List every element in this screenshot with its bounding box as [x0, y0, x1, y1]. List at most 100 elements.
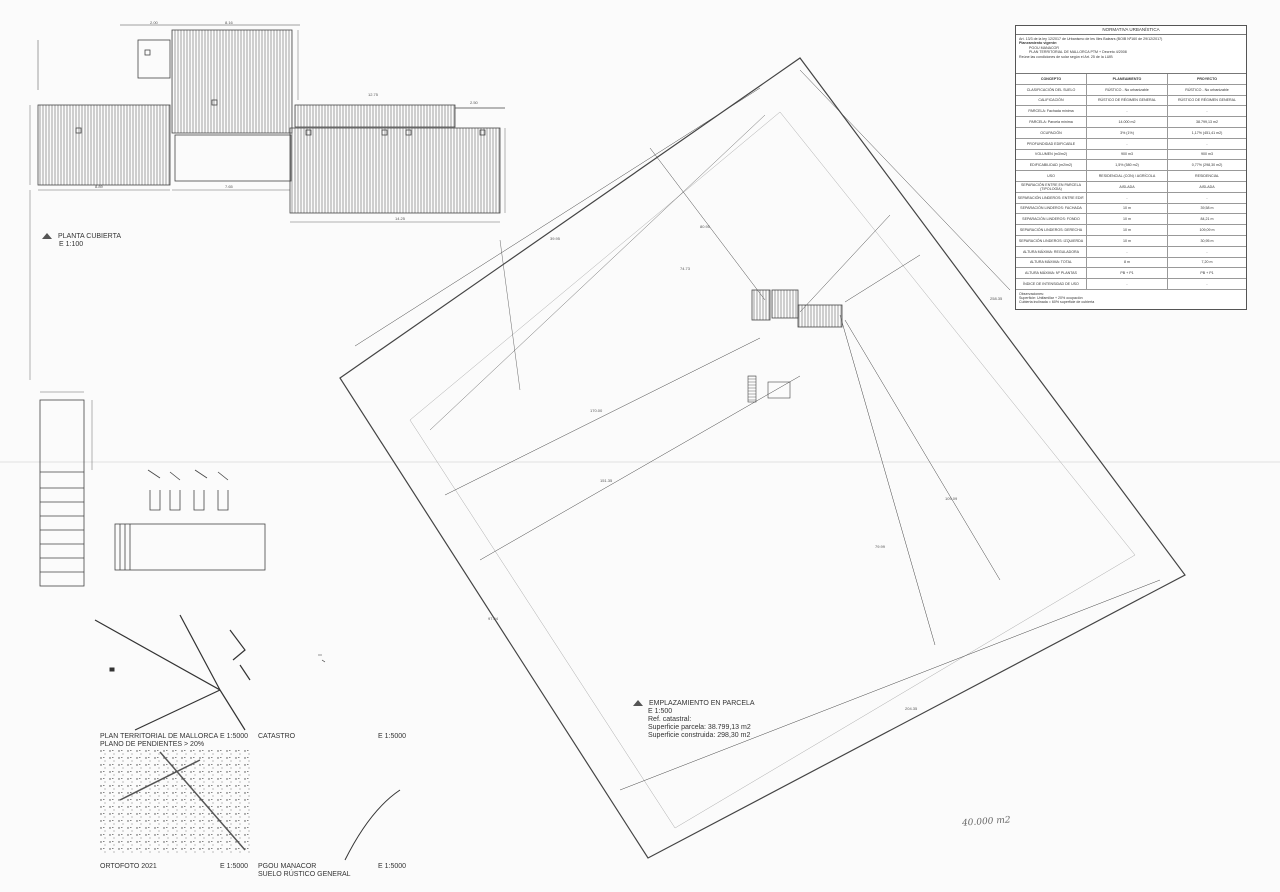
table-cell: 39,58 m	[1200, 206, 1214, 211]
ortofoto-scale: E 1:5000	[220, 863, 249, 870]
table-row: PARCELA: Fachada mínima--	[1016, 106, 1246, 118]
svg-text:258.35: 258.35	[990, 296, 1003, 301]
table-row: EDIFICABILIDAD (m2/m2)1,5% (580 m2) 0,77%…	[1016, 160, 1246, 172]
obs-line: Superficie: Unifamiliar + 20% ocupación	[1019, 295, 1083, 300]
svg-text:2.50: 2.50	[470, 100, 479, 105]
table-cell: USO	[1016, 171, 1087, 181]
intro-line: PGOU MANACOR	[1029, 45, 1059, 50]
catastro-scale: E 1:5000	[378, 733, 407, 740]
table-row: ALTURA MÁXIMA: REGULADORA--	[1016, 246, 1246, 258]
roof-plan	[29, 24, 506, 380]
table-cell: 38.799,13 m2	[1196, 120, 1218, 125]
roof-plan-label: PLANTA CUBIERTA	[42, 233, 121, 241]
obs-line: Cubierta inclinada = 60% superficie de c…	[1019, 299, 1095, 304]
table-cell: 0,77% (298,30 m2)	[1191, 163, 1223, 168]
table-cell: OCUPACIÓN	[1016, 127, 1087, 138]
table-cell: -	[1206, 249, 1208, 254]
table-cell: 1,17% (451,41 m2)	[1191, 130, 1223, 135]
table-cell: SEPARACIÓN ENTRE EN PARCELA (TIPOLOGÍA)	[1016, 181, 1087, 192]
context-maps	[94, 614, 401, 861]
table-row: SEPARACIÓN ENTRE EN PARCELA (TIPOLOGÍA)A…	[1016, 181, 1246, 193]
svg-text:14.25: 14.25	[395, 216, 406, 221]
table-cell: -	[1087, 246, 1168, 257]
svg-text:97.04: 97.04	[488, 616, 499, 621]
table-cell: ÍNDICE DE INTENSIDAD DE USO	[1016, 279, 1087, 289]
table-cell: -	[1206, 195, 1208, 200]
table-cell: 900 m3	[1201, 152, 1213, 157]
pt-scale: E 1:5000	[220, 733, 249, 740]
svg-text:109.09: 109.09	[945, 496, 958, 501]
table-row: ÍNDICE DE INTENSIDAD DE USO--	[1016, 279, 1246, 290]
table-cell: ALTURA MÁXIMA: REGULADORA	[1016, 246, 1087, 257]
pgou-title: PGOU MANACOR	[258, 863, 317, 870]
table-cell: PROFUNDIDAD EDIFICABLE	[1016, 138, 1087, 149]
table-cell: RÚSTICO DE RÉGIMEN GENERAL	[1087, 95, 1168, 106]
table-header-row: CONCEPTO PLANEAMIENTO PROYECTO	[1016, 74, 1246, 85]
table-cell: SEPARACIÓN LINDEROS: ENTRE EDIF.	[1016, 192, 1087, 203]
table-cell: -	[1206, 141, 1208, 146]
cadastral-ref: Ref. catastral:	[648, 716, 692, 723]
table-cell: EDIFICABILIDAD (m2/m2)	[1016, 160, 1087, 171]
svg-text:170.00: 170.00	[590, 408, 603, 413]
table-cell: -	[1087, 279, 1168, 289]
table-cell: 7,20 m	[1201, 260, 1213, 265]
normativa-title: NORMATIVA URBANÍSTICA	[1016, 26, 1246, 35]
table-cell: 10 m	[1087, 235, 1168, 246]
table-cell: -	[1087, 138, 1168, 149]
table-cell: RÚSTICO DE RÉGIMEN GENERAL	[1177, 98, 1237, 103]
table-cell: 1,5% (580 m2)	[1087, 160, 1168, 171]
table-cell: RÚSTICO - No urbanizable	[1185, 87, 1229, 92]
table-cell: AISLADA	[1087, 181, 1168, 192]
table-cell: 84,21 m	[1200, 217, 1214, 222]
svg-text:151.35: 151.35	[600, 478, 613, 483]
site-plan-label: EMPLAZAMIENTO EN PARCELA	[633, 700, 755, 708]
svg-text:8.16: 8.16	[225, 20, 234, 25]
table-cell: RÚSTICO - No urbanizable	[1087, 84, 1168, 95]
plot-area: Superficie parcela: 38.799,13 m2	[648, 724, 751, 731]
col-header: PROYECTO	[1196, 76, 1218, 81]
site-plan	[339, 57, 1186, 859]
pool-elevation	[39, 391, 266, 587]
site-plan-title: EMPLAZAMIENTO EN PARCELA	[649, 700, 755, 707]
col-header: PLANEAMIENTO	[1087, 74, 1168, 84]
table-cell: AISLADA	[1199, 184, 1215, 189]
intro-line: Art. 13/3 de la ley 12/2017 de Urbanismo…	[1019, 36, 1163, 41]
table-cell: -	[1206, 109, 1208, 114]
table-cell: CALIFICACIÓN	[1016, 95, 1087, 106]
table-cell: CLASIFICACIÓN DEL SUELO	[1016, 84, 1087, 95]
table-cell: 109,09 m	[1199, 228, 1215, 233]
obs-line: Observaciones:	[1019, 291, 1044, 296]
site-plan-scale: E 1:500	[648, 708, 673, 715]
table-cell: PB + P1	[1087, 268, 1168, 279]
table-cell: 8 m	[1087, 257, 1168, 268]
normativa-table: NORMATIVA URBANÍSTICA Art. 13/3 de la le…	[1015, 25, 1247, 310]
table-cell: PARCELA: Fachada mínima	[1016, 106, 1087, 117]
svg-text:74.73: 74.73	[680, 266, 691, 271]
table-cell: 10 m	[1087, 225, 1168, 235]
roof-plan-title: PLANTA CUBIERTA	[58, 233, 122, 240]
intro-line: Planeamiento vigente:	[1019, 41, 1058, 45]
table-cell: PARCELA: Parcela mínima	[1016, 117, 1087, 127]
intro-line: PLAN TERRITORIAL DE MALLORCA PTM + Decre…	[1029, 50, 1127, 54]
built-area: Superficie construida: 298,30 m2	[648, 732, 751, 739]
svg-text:12.75: 12.75	[368, 92, 379, 97]
table-cell: VOLUMEN (m3/m2)	[1016, 149, 1087, 160]
pt-title: PLAN TERRITORIAL DE MALLORCA	[100, 733, 219, 740]
roof-plan-scale: E 1:100	[59, 241, 84, 248]
table-row: SEPARACIÓN LINDEROS: ENTRE EDIF.--	[1016, 192, 1246, 204]
svg-text:8.89: 8.89	[95, 184, 104, 189]
table-cell: SEPARACIÓN LINDEROS: IZQUIERDA	[1016, 235, 1087, 246]
